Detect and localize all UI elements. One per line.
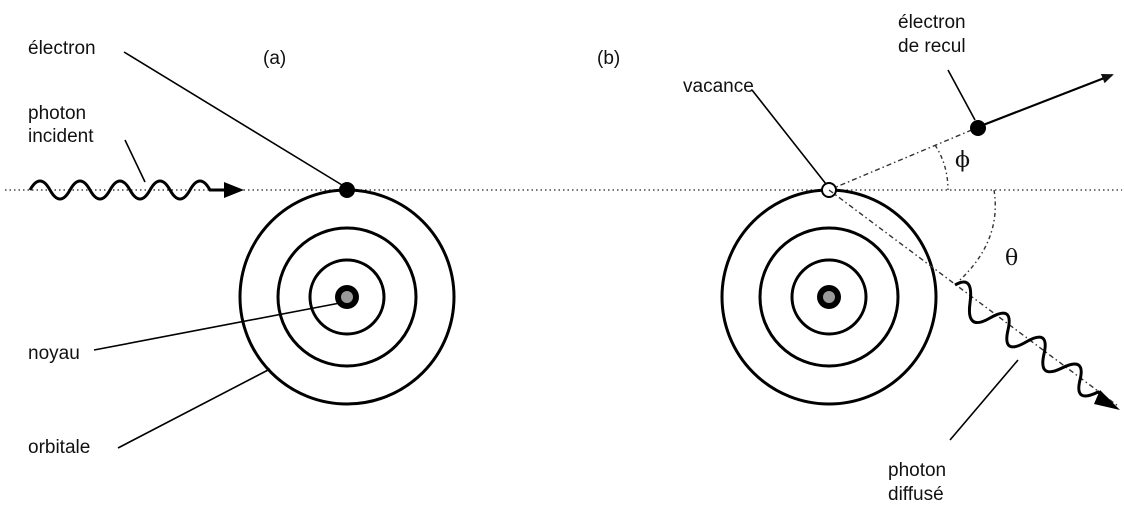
leader-photon-incident	[124, 139, 146, 183]
label-electron-recul-1: électron	[898, 12, 966, 33]
orbit-inner	[308, 258, 386, 336]
phi-arc	[934, 144, 949, 191]
recoil-electron-path	[828, 128, 975, 191]
panel-a-tag: (a)	[263, 48, 287, 69]
leader-electron-recul	[947, 69, 976, 121]
incident-photon-wave	[28, 179, 232, 201]
atom-b	[720, 188, 938, 406]
angle-phi-label: ϕ	[955, 148, 970, 173]
incident-photon-arrowhead	[224, 182, 244, 198]
scattered-photon-wave	[954, 280, 1109, 402]
leader-orbitale	[117, 368, 271, 449]
recoil-electron	[970, 120, 986, 136]
scattered-photon-arrowhead	[1094, 390, 1120, 410]
orbit-middle	[276, 226, 418, 368]
label-noyau: noyau	[28, 343, 80, 364]
atom-a	[238, 182, 456, 406]
nucleus-a-core	[341, 291, 353, 303]
orbit-middle-b	[758, 226, 900, 368]
label-orbitale: orbitale	[28, 437, 91, 458]
angle-theta-label: θ	[1005, 246, 1019, 271]
label-electron-recul-2: de recul	[898, 36, 966, 57]
leader-noyau	[93, 302, 341, 351]
leader-vacance	[751, 89, 827, 185]
label-electron: électron	[28, 38, 96, 59]
panel-b-tag: (b)	[597, 48, 621, 69]
leader-electron	[123, 51, 343, 186]
orbit-inner-b	[790, 258, 868, 336]
label-photon-incident-2: incident	[28, 126, 94, 147]
scattered-photon-path	[828, 189, 1119, 407]
label-photon-incident-1: photon	[28, 103, 87, 124]
nucleus-b-core	[823, 291, 835, 303]
electron-a	[339, 182, 355, 198]
label-vacance: vacance	[683, 76, 754, 97]
label-photon-diffuse-1: photon	[888, 460, 947, 481]
label-photon-diffuse-2: diffusé	[888, 484, 944, 505]
recoil-electron-arrow	[977, 73, 1114, 129]
leader-photon-diffuse	[949, 359, 1019, 441]
theta-arc	[959, 189, 996, 281]
